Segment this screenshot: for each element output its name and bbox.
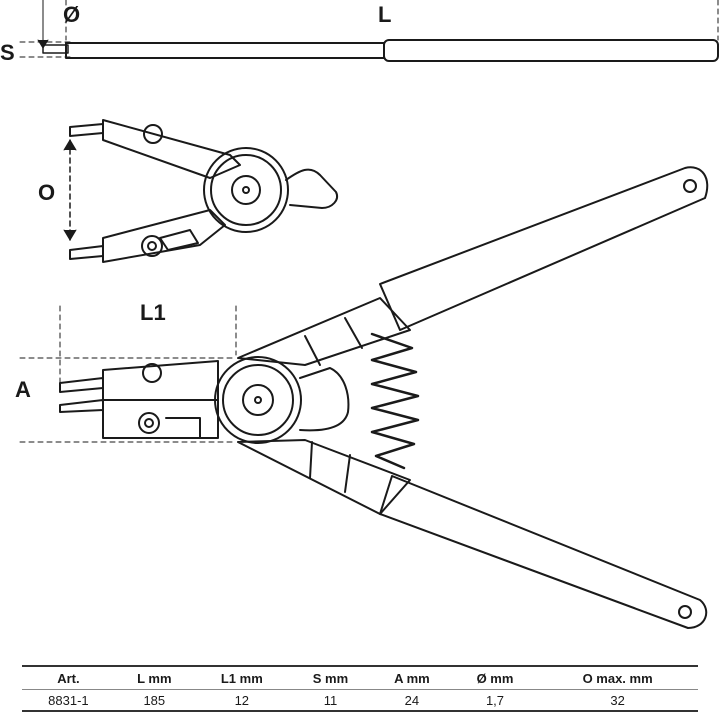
upper-neck-band-2 <box>344 317 363 349</box>
pliers-technical-drawing: Ø L S O L1 A <box>0 0 719 629</box>
head-tail <box>285 168 338 209</box>
diameter-label: Ø <box>63 2 80 27</box>
main-upper-jaw-hole <box>142 363 162 383</box>
header-diameter: Ø mm <box>452 665 538 690</box>
return-spring <box>370 332 420 470</box>
header-tip-length: L1 mm <box>193 665 290 690</box>
tip-profile <box>42 44 69 54</box>
main-view <box>19 166 709 629</box>
main-upper-jaw <box>102 360 219 401</box>
opening-arrow-up <box>63 139 77 151</box>
main-pivot-center <box>254 396 262 404</box>
main-pivot-outer <box>214 356 302 444</box>
lower-jaw <box>102 209 226 263</box>
header-article: Art. <box>22 665 115 690</box>
lower-tip <box>69 245 104 260</box>
lower-handle-grip <box>379 475 708 629</box>
main-pivot-bolt <box>242 384 274 416</box>
main-lower-jaw-pivot-center <box>144 418 154 428</box>
header-tip-spread: A mm <box>371 665 453 690</box>
main-lower-tip <box>59 399 104 413</box>
cell-length: 185 <box>114 689 194 712</box>
upper-arm-neck <box>237 297 411 366</box>
header-thickness: S mm <box>289 665 372 690</box>
cell-tip-length: 12 <box>193 689 290 712</box>
head-pivot-center <box>242 186 250 194</box>
header-length: L mm <box>114 665 194 690</box>
main-lower-jaw <box>102 399 219 439</box>
upper-handle-grip <box>379 166 709 331</box>
cell-diameter: 1,7 <box>452 689 538 712</box>
head-pivot-outer <box>203 147 289 233</box>
tip-length-label: L1 <box>140 300 166 325</box>
length-label: L <box>378 2 391 27</box>
grip-profile <box>383 39 719 62</box>
lower-neck-band-2 <box>344 454 351 493</box>
head-pivot-bolt <box>231 175 261 205</box>
cell-thickness: 11 <box>289 689 372 712</box>
main-lower-jaw-lever <box>165 417 201 439</box>
lower-jaw-pivot <box>141 235 163 257</box>
lower-jaw-pivot-center <box>147 241 157 251</box>
table-row: 8831-1 185 12 11 24 1,7 32 <box>22 689 698 712</box>
spec-table-header-row: Art. L mm L1 mm S mm A mm Ø mm O max. mm <box>22 665 698 690</box>
lower-neck-band-1 <box>309 441 313 479</box>
opening-arrow-down <box>63 229 77 241</box>
upper-tip <box>69 123 104 137</box>
cell-article: 8831-1 <box>22 689 115 712</box>
lower-handle-hole <box>678 605 692 619</box>
spec-table: Art. L mm L1 mm S mm A mm Ø mm O max. mm… <box>22 665 698 712</box>
jaw-detail-view <box>63 119 338 263</box>
thickness-label: S <box>0 40 15 65</box>
cell-tip-spread: 24 <box>371 689 453 712</box>
header-opening: O max. mm <box>537 665 698 690</box>
body-profile <box>65 42 385 59</box>
opening-label: O <box>38 180 55 205</box>
tip-spread-label: A <box>15 377 31 402</box>
upper-neck-band-1 <box>304 335 321 366</box>
upper-handle-hole <box>683 179 697 193</box>
lower-arm-neck <box>237 439 411 515</box>
main-lower-jaw-pivot <box>138 412 160 434</box>
upper-jaw <box>102 119 241 179</box>
upper-jaw-hole <box>143 124 163 144</box>
main-upper-tip <box>59 377 104 393</box>
cell-opening: 32 <box>537 689 698 712</box>
main-pivot-ring <box>222 364 294 436</box>
head-pivot-ring <box>210 154 282 226</box>
main-head-cam <box>299 367 350 432</box>
lower-jaw-lever <box>159 229 199 251</box>
side-view <box>19 0 719 62</box>
